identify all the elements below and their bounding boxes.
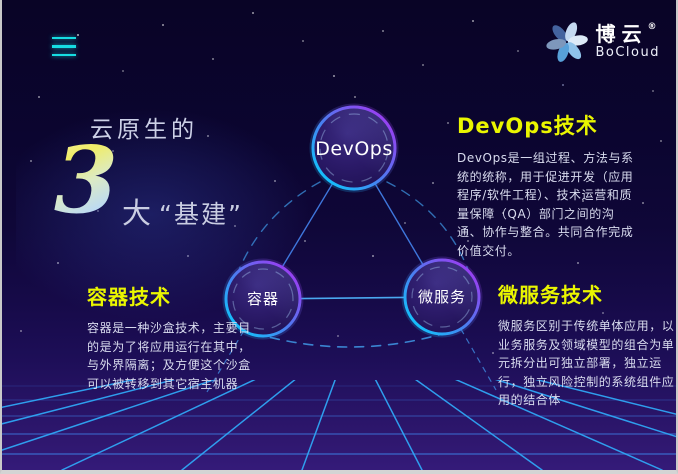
node-label-devops: DevOps xyxy=(315,138,392,160)
brand-logo[interactable]: 博云® BoCloud xyxy=(546,20,660,62)
registered-mark: ® xyxy=(647,21,657,32)
menu-bar xyxy=(52,54,76,56)
hero-big-number: 3 xyxy=(54,126,119,234)
section-container: 容器技术 容器是一种沙盒技术，主要目的是为了将应用运行在其中，与外界隔离；及方便… xyxy=(87,281,259,393)
brand-text: 博云® BoCloud xyxy=(595,21,660,60)
grid-diagonal-lines xyxy=(2,380,676,470)
menu-bar xyxy=(52,37,76,39)
brand-name-cn: 博云® xyxy=(595,21,657,46)
section-microservices-title: 微服务技术 xyxy=(498,283,603,307)
node-devops: DevOps xyxy=(309,103,399,193)
node-label-microservices: 微服务 xyxy=(418,288,466,306)
section-devops-body: DevOps是一组过程、方法与系统的统称，用于促进开发（应用程序/软件工程）、技… xyxy=(457,151,634,258)
hero-unit: 大 xyxy=(122,196,154,230)
section-container-body: 容器是一种沙盒技术，主要目的是为了将应用运行在其中，与外界隔离；及方便这个沙盒可… xyxy=(87,321,251,391)
section-microservices-body: 微服务区别于传统单体应用，以业务服务及领域模型的组合为单元拆分出可独立部署，独立… xyxy=(498,319,675,407)
hamburger-menu-icon[interactable] xyxy=(52,37,76,56)
diagram-edges xyxy=(206,181,497,393)
brand-name-en: BoCloud xyxy=(595,44,660,60)
hero-eyebrow: 云原生的 xyxy=(90,117,198,143)
perspective-grid-floor xyxy=(2,380,676,470)
node-container: 容器 xyxy=(222,258,304,340)
node-label-container: 容器 xyxy=(247,290,279,308)
section-devops: DevOps技术 DevOps是一组过程、方法与系统的统称，用于促进开发（应用程… xyxy=(457,110,637,260)
hero-quoted: “基建” xyxy=(159,200,243,229)
menu-bar xyxy=(52,45,76,48)
section-microservices: 微服务技术 微服务区别于传统单体应用，以业务服务及领域模型的组合为单元拆分出可独… xyxy=(498,279,676,410)
section-devops-title: DevOps技术 xyxy=(457,114,598,138)
bocloud-flower-icon xyxy=(546,22,589,62)
section-container-title: 容器技术 xyxy=(87,285,171,309)
node-microservices: 微服务 xyxy=(401,256,483,338)
hero-suffix: 大“基建” xyxy=(122,190,243,232)
